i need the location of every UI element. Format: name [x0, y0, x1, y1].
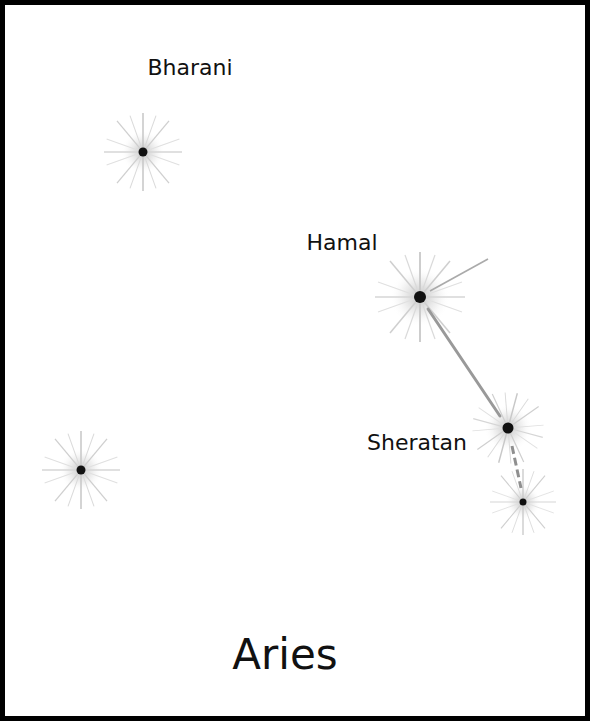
star-node: Bharani	[131, 140, 155, 164]
frame	[3, 3, 588, 719]
constellation-line	[512, 446, 521, 488]
star-label: Sheratan	[367, 430, 467, 456]
star	[375, 252, 488, 342]
star-label: Bharani	[147, 55, 232, 81]
diagram-title: Aries	[232, 630, 337, 680]
star-label: Hamal	[306, 230, 377, 256]
star	[490, 469, 556, 535]
star	[104, 113, 182, 191]
star	[42, 431, 120, 509]
constellation-line	[428, 309, 500, 416]
star-node: Sheratan	[496, 416, 520, 440]
star-node: Hamal	[408, 285, 432, 309]
star	[464, 384, 552, 472]
